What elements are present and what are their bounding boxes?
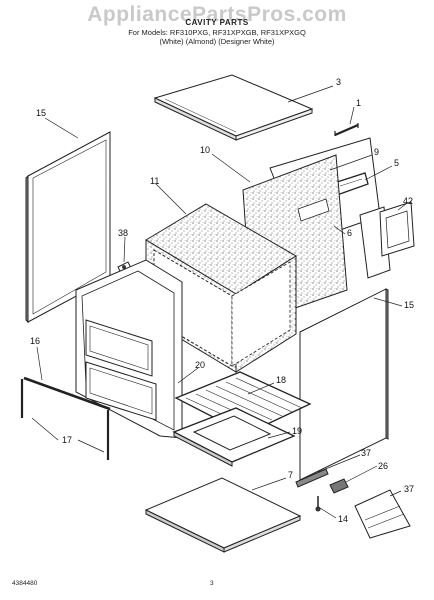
part-corner-bracket <box>354 489 411 539</box>
callout-18: 18 <box>276 375 286 385</box>
watermark: AppliancePartsPros.com <box>87 3 347 26</box>
page-number: 3 <box>210 580 214 587</box>
part-trim-small <box>295 468 329 488</box>
callout-16: 16 <box>30 336 40 346</box>
callout-26: 26 <box>378 461 388 471</box>
callout-38: 38 <box>118 228 128 238</box>
callout-15-right: 15 <box>404 300 414 310</box>
part-bottom-panel <box>144 477 302 553</box>
part-top-panel <box>153 74 314 141</box>
part-screw <box>315 496 321 512</box>
model-list: For Models: RF310PXG, RF31XPXGB, RF31XPX… <box>128 28 306 37</box>
part-broiler-pan <box>172 407 296 467</box>
callout-6: 6 <box>347 228 352 238</box>
part-vent-block <box>379 201 415 257</box>
color-list: (White) (Almond) (Designer White) <box>159 37 275 46</box>
part-door-gasket <box>20 376 111 460</box>
callout-20: 20 <box>195 360 205 370</box>
diagram-title: CAVITY PARTS <box>185 18 249 27</box>
document-number: 4384480 <box>12 580 38 587</box>
callout-3: 3 <box>336 77 341 87</box>
callout-37-upper: 37 <box>361 448 371 458</box>
part-clip <box>334 123 359 137</box>
callout-19: 19 <box>292 426 302 436</box>
callout-14: 14 <box>338 514 348 524</box>
leader-lines <box>31 85 407 519</box>
callout-5: 5 <box>394 158 399 168</box>
callout-15-left: 15 <box>36 108 46 118</box>
callout-7: 7 <box>288 470 293 480</box>
callout-10: 10 <box>200 145 210 155</box>
part-right-side-panel <box>299 288 389 481</box>
part-oven-frame <box>75 259 183 440</box>
callout-1: 1 <box>356 98 361 108</box>
callout-11: 11 <box>150 176 159 186</box>
callout-9: 9 <box>374 147 379 157</box>
part-clip-26 <box>329 478 349 494</box>
callout-37-lower: 37 <box>404 484 414 494</box>
callout-42: 42 <box>403 196 413 206</box>
callout-17: 17 <box>62 435 72 445</box>
